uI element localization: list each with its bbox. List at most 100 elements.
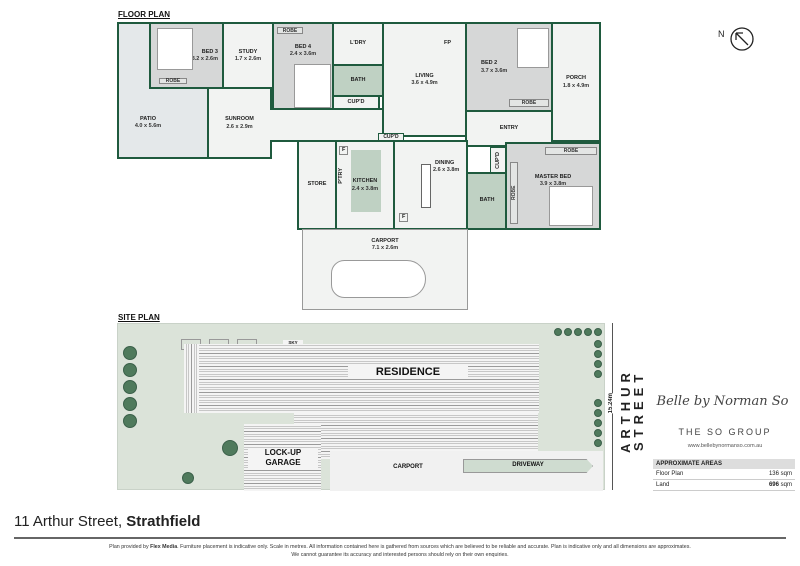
room-name: KITCHEN	[352, 178, 378, 185]
bed-icon	[549, 186, 593, 226]
disclaimer-prefix: Plan provided by	[109, 544, 151, 550]
room-living: FP LIVING 3.6 x 4.9m	[382, 22, 467, 137]
room-dims: 1.8 x 4.9m	[562, 82, 590, 89]
room-bath-2: BATH	[466, 172, 508, 230]
tree	[222, 440, 238, 456]
floor-plan-title: FLOOR PLAN	[118, 10, 170, 19]
kitchen-island	[351, 150, 381, 212]
room-name: STORE	[307, 181, 327, 188]
room-bed2: BED 2 3.7 x 3.6m ROBE	[465, 22, 553, 112]
room-dims: 3.9 x 3.8m	[539, 181, 567, 188]
room-name: LIVING	[415, 72, 434, 79]
shrub	[594, 409, 602, 417]
shrub	[594, 429, 602, 437]
brand-signature-logo: Belle by Norman So	[656, 394, 789, 409]
hallway	[270, 108, 384, 142]
areas-table: APPROXIMATE AREAS Floor Plan 136 sqm Lan…	[653, 459, 795, 491]
room-name: DINING	[435, 160, 455, 166]
area-value: 136	[768, 471, 779, 477]
room-name: CUP'D	[383, 134, 399, 141]
compass-icon	[730, 27, 754, 51]
room-carport: CARPORT 7.1 x 2.6m	[302, 229, 468, 310]
area-row: Floor Plan 136 sqm	[653, 469, 795, 480]
site-plan-title: SITE PLAN	[118, 313, 160, 322]
skylight-label: SKY	[283, 340, 303, 345]
residence-roof	[184, 344, 199, 413]
room-bath: BATH	[332, 64, 384, 97]
room-dims: 3.2 x 2.6m	[191, 56, 218, 63]
paved-area	[330, 451, 458, 491]
areas-title: APPROXIMATE AREAS	[653, 459, 795, 469]
room-study: STUDY 1.7 x 2.6m	[222, 22, 274, 89]
bed-icon	[517, 28, 549, 68]
room-name: SUNROOM	[225, 116, 254, 123]
area-row: Land 696 sqm	[653, 480, 795, 491]
tree	[182, 472, 194, 484]
fridge: F	[399, 212, 409, 222]
room-sunroom: SUNROOM 2.6 x 2.9m	[207, 87, 272, 159]
robe: ROBE	[277, 27, 303, 34]
provider-name: Flex Media	[150, 544, 178, 550]
brand-group: THE SO GROUP	[678, 427, 772, 437]
brand-website[interactable]: www.bellebynormanso.com.au	[687, 443, 763, 449]
room-name: MASTER BED	[534, 174, 572, 180]
residence-roof	[199, 344, 539, 413]
shrub	[594, 439, 602, 447]
area-value: 696	[768, 482, 779, 488]
room-name: BED 2	[481, 60, 498, 67]
room-bed3: BED 3 3.2 x 2.6m ROBE	[149, 22, 224, 89]
shrub	[594, 370, 602, 378]
shrub	[594, 340, 602, 348]
residence-label: RESIDENCE	[348, 366, 468, 378]
robe: ROBE	[159, 78, 187, 84]
room-kitchen: F P'TRY KITCHEN 2.4 x 3.8m	[335, 140, 395, 230]
driveway-arrow	[463, 459, 593, 473]
room-name: BED 3	[201, 48, 218, 55]
frontage-dimension: 15.24m	[608, 393, 614, 414]
carport-label: CARPORT	[393, 464, 423, 470]
street-name: ARTHUR STREET	[618, 368, 646, 453]
room-dims: 2.6 x 2.9m	[226, 123, 253, 130]
disclaimer: Plan provided by Flex Media. Furniture p…	[0, 544, 800, 560]
fridge: F	[339, 146, 349, 156]
room-master-bed: ROBE ROBE MASTER BED 3.9 x 3.8m	[505, 142, 601, 230]
bed-icon	[157, 28, 193, 70]
room-entry: ENTRY	[465, 110, 553, 147]
property-address: 11 Arthur Street, Strathfield	[14, 513, 200, 530]
site-plan: CLOTHES LINE SKY RESIDENCE LOCK-UP GARAG…	[117, 323, 605, 491]
disclaimer-line1: . Furniture placement is indicative only…	[177, 544, 691, 550]
tree	[123, 346, 137, 360]
shrub	[554, 328, 562, 336]
room-name: L'DRY	[349, 40, 367, 47]
shrub	[594, 328, 602, 336]
tree	[123, 414, 137, 428]
shrub	[594, 399, 602, 407]
room-dims: 4.0 x 5.6m	[134, 123, 162, 130]
north-label: N	[718, 29, 725, 39]
room-name: CUP'D	[495, 152, 502, 169]
garage-label-line2: GARAGE	[265, 458, 301, 468]
room-dims: 2.6 x 3.8m	[433, 167, 460, 173]
robe: ROBE	[510, 162, 518, 224]
room-name: PORCH	[566, 75, 586, 82]
room-bed4: ROBE BED 4 2.4 x 3.6m	[272, 22, 334, 110]
robe: ROBE	[509, 99, 549, 107]
room-store: STORE	[297, 140, 337, 230]
pantry-label: P'TRY	[338, 168, 344, 184]
room-dims: 3.6 x 4.9m	[411, 80, 438, 87]
shrub	[574, 328, 582, 336]
room-name: CARPORT	[371, 238, 399, 244]
room-porch: PORCH 1.8 x 4.9m	[551, 22, 601, 142]
fireplace-label: FP	[443, 40, 451, 46]
driveway-label: DRIVEWAY	[512, 462, 544, 468]
room-name: CUP'D	[347, 99, 365, 106]
bed-icon	[294, 64, 331, 108]
address-street: 11 Arthur Street,	[14, 513, 123, 530]
shrub	[584, 328, 592, 336]
area-label: Land	[656, 482, 670, 488]
room-name: BED 4	[294, 44, 312, 50]
room-name: STUDY	[238, 48, 258, 55]
room-name: BATH	[479, 197, 495, 204]
room-dims: 2.4 x 3.8m	[351, 185, 379, 192]
area-unit: sqm	[780, 471, 792, 477]
